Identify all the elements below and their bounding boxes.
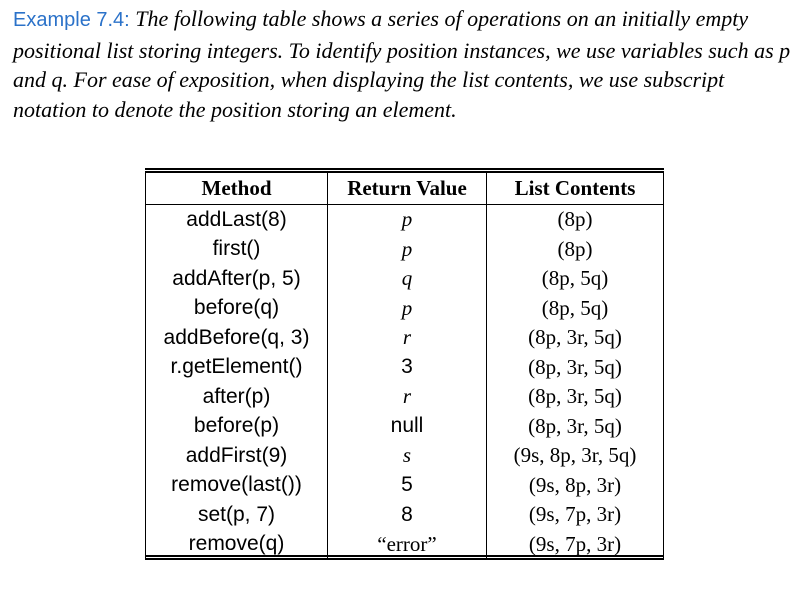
method-cell: addAfter(p, 5) xyxy=(145,264,328,294)
list-contents-cell: (9s, 8p, 3r, 5q) xyxy=(486,441,664,471)
table-row: before(p)null(8p, 3r, 5q) xyxy=(145,411,664,441)
table-row: addLast(8)p(8p) xyxy=(145,204,664,235)
table-row: first()p(8p) xyxy=(145,234,664,264)
method-cell: addLast(8) xyxy=(145,204,328,235)
return-value-cell: r xyxy=(327,323,487,353)
header-list-contents: List Contents xyxy=(486,173,664,205)
method-cell: addFirst(9) xyxy=(145,441,328,471)
method-cell: r.getElement() xyxy=(145,352,328,382)
return-value-cell: p xyxy=(327,293,487,323)
method-cell: first() xyxy=(145,234,328,264)
list-contents-cell: (8p) xyxy=(486,234,664,264)
method-cell: set(p, 7) xyxy=(145,500,328,530)
example-paragraph: Example 7.4: The following table shows a… xyxy=(13,4,798,124)
header-return-value: Return Value xyxy=(327,173,487,205)
return-value-cell: 3 xyxy=(327,352,487,382)
table-header-row: Method Return Value List Contents xyxy=(145,173,664,205)
return-value-cell: null xyxy=(327,411,487,441)
method-cell: after(p) xyxy=(145,382,328,412)
list-contents-cell: (9s, 8p, 3r) xyxy=(486,470,664,500)
table-row: addBefore(q, 3)r(8p, 3r, 5q) xyxy=(145,323,664,353)
return-value-cell: 8 xyxy=(327,500,487,530)
list-contents-cell: (8p, 5q) xyxy=(486,293,664,323)
table-row: before(q)p(8p, 5q) xyxy=(145,293,664,323)
return-value-cell: r xyxy=(327,382,487,412)
table-body: addLast(8)p(8p)first()p(8p)addAfter(p, 5… xyxy=(145,204,664,559)
table-row: after(p)r(8p, 3r, 5q) xyxy=(145,382,664,412)
operations-table: Method Return Value List Contents addLas… xyxy=(145,173,664,559)
table-row: set(p, 7)8(9s, 7p, 3r) xyxy=(145,500,664,530)
return-value-cell: q xyxy=(327,264,487,294)
table-top-rule xyxy=(145,168,664,170)
table-bottom-rule-2 xyxy=(145,558,664,560)
table-bottom-rule xyxy=(145,555,664,557)
table-row: remove(last())5(9s, 8p, 3r) xyxy=(145,470,664,500)
example-label: Example 7.4: xyxy=(13,9,130,31)
list-contents-cell: (8p, 3r, 5q) xyxy=(486,352,664,382)
table-row: r.getElement()3(8p, 3r, 5q) xyxy=(145,352,664,382)
method-cell: addBefore(q, 3) xyxy=(145,323,328,353)
list-contents-cell: (8p, 3r, 5q) xyxy=(486,323,664,353)
list-contents-cell: (8p, 3r, 5q) xyxy=(486,382,664,412)
return-value-cell: 5 xyxy=(327,470,487,500)
table-top-rule-2 xyxy=(145,171,664,173)
example-text: The following table shows a series of op… xyxy=(13,6,791,122)
header-method: Method xyxy=(145,173,328,205)
table-row: addAfter(p, 5)q(8p, 5q) xyxy=(145,264,664,294)
return-value-cell: s xyxy=(327,441,487,471)
method-cell: remove(last()) xyxy=(145,470,328,500)
list-contents-cell: (8p, 5q) xyxy=(486,264,664,294)
return-value-cell: “error” xyxy=(327,529,487,559)
list-contents-cell: (9s, 7p, 3r) xyxy=(486,500,664,530)
table-row: addFirst(9)s(9s, 8p, 3r, 5q) xyxy=(145,441,664,471)
return-value-cell: p xyxy=(327,234,487,264)
list-contents-cell: (9s, 7p, 3r) xyxy=(486,529,664,559)
return-value-cell: p xyxy=(327,204,487,235)
method-cell: remove(q) xyxy=(145,529,328,559)
list-contents-cell: (8p) xyxy=(486,204,664,235)
table-row: remove(q)“error”(9s, 7p, 3r) xyxy=(145,529,664,559)
list-contents-cell: (8p, 3r, 5q) xyxy=(486,411,664,441)
method-cell: before(q) xyxy=(145,293,328,323)
method-cell: before(p) xyxy=(145,411,328,441)
